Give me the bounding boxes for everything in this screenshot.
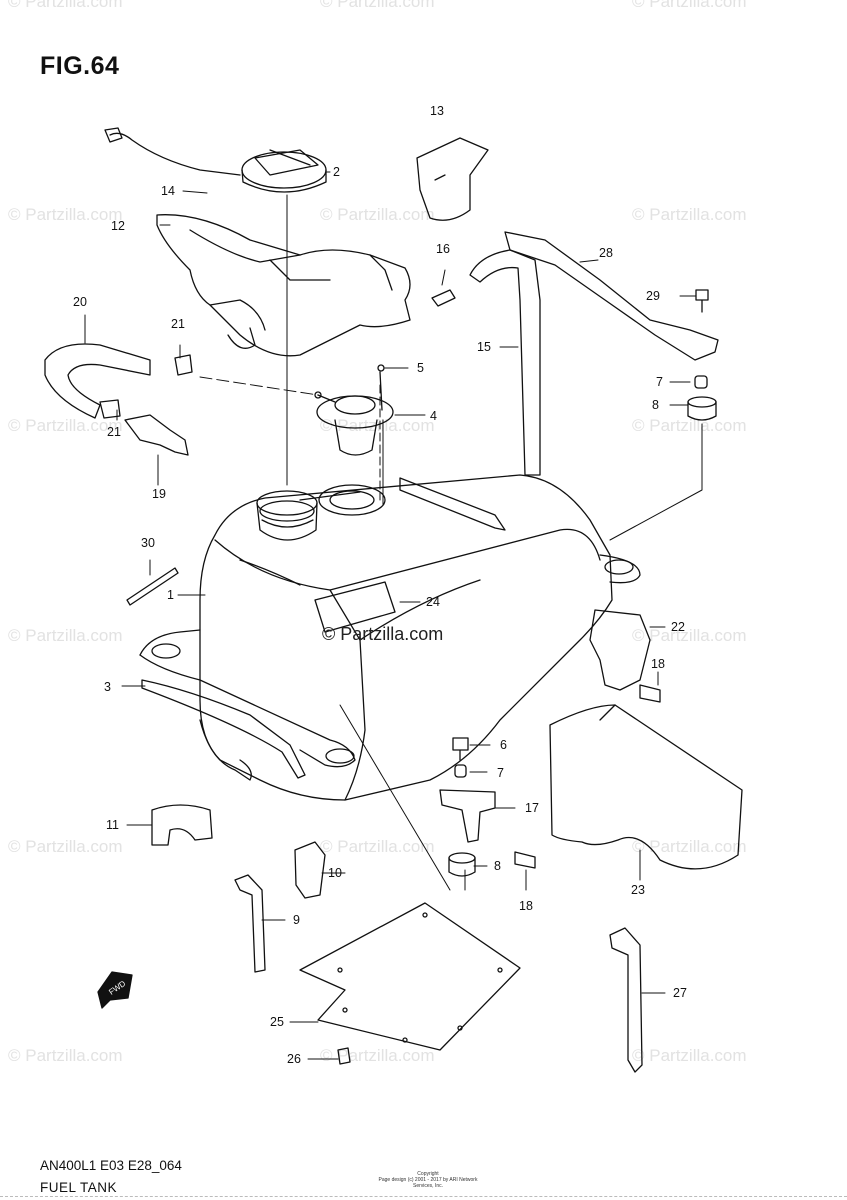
fwd-arrow-icon — [97, 971, 133, 1009]
grommet-8-part — [687, 396, 717, 421]
copyright-line1: Copyright — [417, 1171, 439, 1177]
callout-24: 24 — [426, 595, 440, 609]
watermark: © Partzilla.com — [632, 837, 747, 856]
center-watermark: © Partzilla.com — [322, 624, 444, 644]
callout-7: 7 — [497, 766, 504, 780]
hose-20-part — [44, 343, 151, 419]
callout-8: 8 — [494, 859, 501, 873]
cover-23-part — [549, 704, 743, 870]
copyright-notice: Copyright Page design (c) 2001 - 2017 by… — [368, 1171, 488, 1189]
clip-26-part — [337, 1047, 351, 1065]
fuel-cap-part — [241, 149, 327, 193]
watermark: © Partzilla.com — [8, 0, 123, 11]
watermark: © Partzilla.com — [632, 416, 747, 435]
callout-18: 18 — [651, 657, 665, 671]
mat-25-part — [299, 902, 521, 1051]
callout-29: 29 — [646, 289, 660, 303]
callout-10: 10 — [328, 866, 342, 880]
callout-25: 25 — [270, 1015, 284, 1029]
callout-12: 12 — [111, 219, 125, 233]
tray-part — [156, 214, 411, 357]
bracket-22-part — [589, 609, 651, 691]
callout-27: 27 — [673, 986, 687, 1000]
callout-11: 11 — [106, 818, 119, 832]
grommet-8-part — [448, 852, 476, 877]
callout-22: 22 — [671, 620, 685, 634]
strip-3-part — [141, 679, 306, 779]
bolt-18-part — [639, 684, 661, 703]
clamp-21-part — [99, 399, 121, 419]
figure-title: FIG.64 — [40, 52, 120, 80]
callout-5: 5 — [417, 361, 424, 375]
callout-18: 18 — [519, 899, 533, 913]
callout-15: 15 — [477, 340, 491, 354]
bolt-6-part — [452, 737, 469, 761]
watermark: © Partzilla.com — [320, 0, 435, 11]
callout-21: 21 — [171, 317, 185, 331]
clamp-21-part — [174, 354, 193, 376]
rod-9-part — [234, 874, 266, 973]
clip-10-part — [294, 841, 326, 899]
callout-3: 3 — [104, 680, 111, 694]
callout-13: 13 — [430, 104, 444, 118]
figure-code: AN400L1 E03 E28_064 — [40, 1158, 182, 1173]
figure-name: FUEL TANK — [40, 1180, 118, 1195]
callout-20: 20 — [73, 295, 87, 309]
screw-29-part — [695, 289, 709, 313]
pump-plate-part — [314, 364, 394, 456]
watermark: © Partzilla.com — [632, 205, 747, 224]
callout-14: 14 — [161, 184, 175, 198]
callout-21: 21 — [107, 425, 121, 439]
watermark: © Partzilla.com — [632, 0, 747, 11]
page-bottom-border — [0, 1196, 847, 1197]
watermark: © Partzilla.com — [632, 1046, 747, 1065]
bracket-17-part — [439, 789, 496, 843]
callout-8: 8 — [652, 398, 659, 412]
band-27-part — [609, 927, 643, 1073]
watermark: © Partzilla.com — [8, 416, 123, 435]
assembly-guide-lines — [199, 194, 703, 891]
callout-23: 23 — [631, 883, 645, 897]
cover-23-fold — [599, 704, 616, 721]
callout-19: 19 — [152, 487, 166, 501]
bracket-13-part — [416, 137, 489, 221]
fuel-tank-part — [139, 474, 641, 801]
callout-16: 16 — [436, 242, 450, 256]
callout-30: 30 — [141, 536, 155, 550]
leader-lines — [84, 171, 697, 1060]
valve-19-part — [124, 414, 189, 456]
watermark: © Partzilla.com — [632, 626, 747, 645]
callout-2: 2 — [333, 165, 340, 179]
joint-16-part — [431, 289, 456, 307]
watermark: © Partzilla.com — [8, 837, 123, 856]
watermark: © Partzilla.com — [320, 205, 435, 224]
watermark: © Partzilla.com — [8, 1046, 123, 1065]
callout-7: 7 — [656, 375, 663, 389]
pin-30-part — [126, 567, 179, 606]
hose-15-part — [469, 249, 541, 476]
cushion-11-part — [151, 804, 213, 846]
watermark: © Partzilla.com — [320, 837, 435, 856]
watermark: © Partzilla.com — [8, 205, 123, 224]
tether-clip — [104, 127, 123, 143]
watermark: © Partzilla.com — [8, 626, 123, 645]
collar-7-part — [454, 764, 467, 778]
bracket-28-part — [504, 231, 719, 361]
callout-1: 1 — [167, 588, 174, 602]
collar-7-part — [694, 375, 708, 389]
callout-28: 28 — [599, 246, 613, 260]
callout-17: 17 — [525, 801, 539, 815]
bolt-18-part — [514, 851, 536, 869]
callout-9: 9 — [293, 913, 300, 927]
callout-6: 6 — [500, 738, 507, 752]
cap-tether-cord — [109, 132, 241, 176]
callout-26: 26 — [287, 1052, 301, 1066]
callout-4: 4 — [430, 409, 437, 423]
copyright-line2: Page design (c) 2001 - 2017 by ARI Netwo… — [378, 1177, 478, 1189]
